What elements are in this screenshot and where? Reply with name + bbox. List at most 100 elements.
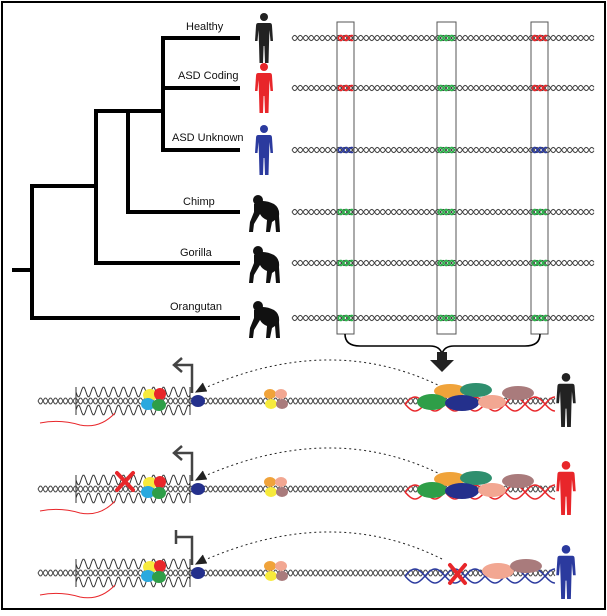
variant-site-2-2-strand-b xyxy=(531,146,548,154)
enh-green xyxy=(417,394,447,410)
tf-green xyxy=(152,399,166,411)
enh-orange xyxy=(434,472,466,486)
variant-site-5-2-strand-b xyxy=(531,314,548,322)
variant-site-4-0-strand-a xyxy=(337,259,354,267)
panel-1-coding-cross xyxy=(115,471,135,492)
human-silhouette-0-body xyxy=(255,23,273,63)
mid-orange xyxy=(264,561,276,571)
mid-orange xyxy=(264,477,276,487)
coil-lower xyxy=(75,404,191,416)
human-silhouette-1-head xyxy=(260,63,268,71)
variant-site-0-1-strand-a xyxy=(437,34,456,42)
human-silhouette-1-body xyxy=(255,73,273,113)
variant-site-4-2-strand-b xyxy=(531,259,548,267)
mid-mauve xyxy=(276,399,288,409)
panel-2-loop-arrowhead xyxy=(194,554,208,565)
tf-cyan xyxy=(141,570,155,582)
variant-site-0-0-strand-b xyxy=(337,34,354,42)
coil-lower xyxy=(75,576,191,588)
bracket-brace xyxy=(344,333,541,355)
panel-1-enhancer-loop xyxy=(197,447,443,480)
coil-ends xyxy=(75,387,191,415)
panel-0-chromatin-coil xyxy=(75,386,191,416)
variant-site-4-1-strand-a xyxy=(437,259,456,267)
variant-site-1-1-strand-b xyxy=(437,84,456,92)
panel-0-enhancer-complex xyxy=(417,383,534,411)
cross-line-b xyxy=(115,471,135,492)
variant-site-1-0-strand-b xyxy=(337,84,354,92)
taxon-label-5: Orangutan xyxy=(170,301,222,313)
mid-mauve xyxy=(276,571,288,581)
coil-ends xyxy=(75,475,191,503)
panel-1-human-silhouette-body xyxy=(556,471,576,515)
mid-yellow xyxy=(265,487,277,497)
variant-site-1-1-strand-a xyxy=(437,84,456,92)
down-arrow xyxy=(430,352,454,372)
enh-teal xyxy=(460,471,492,485)
tf-polymerase xyxy=(191,483,205,495)
alignment-column-box-0 xyxy=(336,21,355,335)
mid-yellow xyxy=(265,399,277,409)
tf-cyan xyxy=(141,398,155,410)
tf-polymerase xyxy=(191,567,205,579)
mid-yellow xyxy=(265,571,277,581)
panel-0-human-silhouette xyxy=(556,373,576,427)
panel-1-rna-transcript xyxy=(39,500,116,515)
panel-0-human-silhouette-body xyxy=(556,383,576,427)
sequence-alignment xyxy=(291,21,595,372)
panel-0-enhancer-loop xyxy=(197,359,443,392)
coil-upper xyxy=(75,386,191,398)
human-silhouette-0-head xyxy=(260,13,268,21)
enh-green xyxy=(417,482,447,498)
variant-site-0-1-strand-b xyxy=(437,34,456,42)
mid-salmon xyxy=(275,477,287,487)
tf-red xyxy=(154,476,166,488)
panel-0-loop-arrowhead xyxy=(194,382,208,393)
panel-2-chromatin-coil xyxy=(75,558,191,588)
variant-site-0-2-strand-a xyxy=(531,34,548,42)
ape-silhouette-3 xyxy=(249,195,280,232)
coil-upper xyxy=(75,558,191,570)
enh-mauve xyxy=(510,559,542,573)
enh-mauve xyxy=(502,474,534,488)
tf-yellow xyxy=(143,477,157,489)
coil-upper xyxy=(75,474,191,486)
mid-salmon xyxy=(275,561,287,571)
variant-site-0-2-strand-b xyxy=(531,34,548,42)
panel-0-middle-cluster xyxy=(264,389,288,409)
variant-site-5-2-strand-a xyxy=(531,314,548,322)
panel-1-human-silhouette xyxy=(556,461,576,515)
panel-2-promoter-complex xyxy=(141,560,205,583)
panel-0-promoter-arrow xyxy=(176,363,194,393)
panel-1-enhancer-complex xyxy=(417,471,534,499)
enh-mauve xyxy=(502,386,534,400)
panel-2-middle-cluster xyxy=(264,561,288,581)
cross-line-b xyxy=(448,563,467,585)
panel-2-human-silhouette xyxy=(556,545,576,599)
panel-2-dna-strand-a xyxy=(37,569,556,577)
variant-site-2-0-strand-a xyxy=(337,146,354,154)
panel-2-enhancer-loop xyxy=(197,531,443,564)
variant-site-3-0-strand-b xyxy=(337,208,354,216)
variant-site-3-1-strand-b xyxy=(437,208,456,216)
tf-yellow xyxy=(143,561,157,573)
regulation-panel-2 xyxy=(37,530,576,599)
variant-site-2-0-strand-b xyxy=(337,146,354,154)
variant-site-4-2-strand-a xyxy=(531,259,548,267)
enh-orange xyxy=(434,384,466,398)
mid-salmon xyxy=(275,389,287,399)
panel-2-enhancer-complex xyxy=(482,559,542,579)
panel-1-loop-arrowhead xyxy=(194,470,208,481)
mid-mauve xyxy=(276,487,288,497)
enh-salmon xyxy=(478,483,506,497)
variant-site-3-2-strand-a xyxy=(531,208,548,216)
regulation-panel-0 xyxy=(37,357,576,427)
taxon-label-4: Gorilla xyxy=(180,247,213,259)
alignment-column-box-1 xyxy=(436,21,457,335)
enh-teal xyxy=(460,383,492,397)
human-silhouette-1 xyxy=(255,63,273,113)
panel-0-promoter-arrowhead xyxy=(172,357,183,373)
enh-blue xyxy=(445,395,479,411)
variant-site-2-1-strand-b xyxy=(437,146,456,154)
